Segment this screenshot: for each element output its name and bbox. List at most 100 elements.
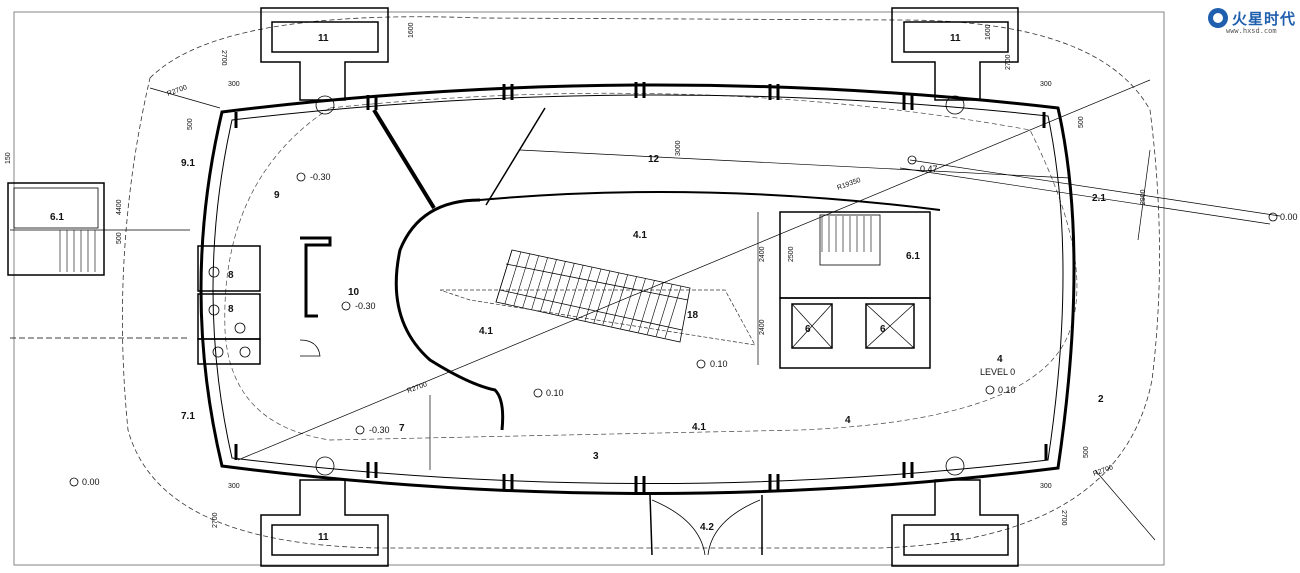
escalator: [495, 249, 691, 343]
dim-300-bottom-left: 300: [228, 483, 240, 490]
label-room-9-1: 9.1: [181, 158, 195, 169]
dim-500-right-top: 500: [1078, 116, 1085, 128]
stair-tread: [602, 272, 620, 325]
support-bottom-right: [891, 479, 1019, 567]
level-0-00-right: 0.00: [1280, 212, 1298, 222]
level-0-00-left: 0.00: [82, 477, 100, 487]
label-room-6-1-left: 6.1: [50, 212, 64, 223]
inner-path-dashed: [224, 92, 1078, 441]
dim-2400-upper: 2400: [759, 246, 766, 262]
stair-tread: [638, 280, 655, 333]
label-room-11-bottom-left: 11: [318, 532, 329, 543]
label-room-2: 2: [1098, 394, 1104, 405]
external-stair-left: [7, 182, 105, 276]
dim-r2700-bottom-right: R2700: [1092, 464, 1114, 478]
label-room-4-1-low: 4.1: [692, 422, 706, 433]
elevator-core: [779, 297, 931, 369]
label-room-11-top-right: 11: [950, 33, 961, 44]
dim-500-right-bottom: 500: [1083, 446, 1090, 458]
level-0-10-left: 0.10: [546, 388, 564, 398]
label-room-7-1: 7.1: [181, 411, 195, 422]
label-room-6-right: 6: [880, 324, 886, 335]
room-10-wall: [300, 236, 332, 318]
room-10-door: [299, 339, 321, 357]
diagonal-wall-left: [372, 108, 436, 210]
label-room-9: 9: [274, 190, 280, 201]
level-0-10-right: 0.10: [998, 385, 1016, 395]
level-0-47: 0.47: [920, 164, 938, 174]
column-circles: [315, 95, 965, 476]
stair-tread: [531, 257, 548, 310]
dim-300-bottom-right: 300: [1040, 483, 1052, 490]
site-boundary-dashed: [122, 16, 1160, 549]
building-outer-wall: [199, 83, 1076, 496]
toilet-block: [197, 245, 261, 365]
dim-2500: 2500: [788, 246, 795, 262]
label-room-7: 7: [399, 423, 405, 434]
stair-tread: [540, 259, 557, 312]
label-room-11-top-left: 11: [318, 33, 329, 44]
watermark-logo: 火星时代 www.hxsd.com: [1204, 5, 1298, 37]
dim-2700-top-right: 2700: [1005, 54, 1012, 70]
label-room-8-upper: 8: [228, 270, 234, 281]
label-room-18: 18: [687, 310, 699, 321]
dim-1600-left: 1600: [408, 22, 415, 38]
stair-tread: [558, 263, 575, 316]
perimeter-columns: [234, 82, 1048, 492]
level-markers: [69, 155, 1278, 487]
dim-500-left-top: 500: [187, 118, 194, 130]
dim-3000: 3000: [675, 140, 682, 156]
stair-tread: [593, 270, 611, 323]
level-0-10-center: 0.10: [710, 359, 728, 369]
building-inner-wall: [212, 94, 1064, 485]
label-room-4-lower: 4: [845, 415, 851, 426]
stair-tread: [664, 285, 682, 339]
dim-300-top-right: 300: [1040, 81, 1052, 88]
stair-tread: [513, 253, 531, 306]
stair-tread: [566, 265, 584, 318]
dim-2700-top-left: 2700: [220, 50, 227, 66]
dim-r2700-bottom-left: R2700: [406, 381, 428, 395]
level-minus-0-30-room-10: -0.30: [355, 301, 376, 311]
stair-tread: [522, 255, 539, 308]
support-bottom-left: [260, 479, 389, 567]
dim-2700-bottom-left: 2700: [212, 512, 219, 528]
stair-tread: [575, 266, 593, 320]
drawing-frame: [13, 11, 1165, 566]
support-top-left: [260, 7, 389, 101]
label-room-6-left: 6: [805, 324, 811, 335]
support-top-right: [891, 7, 1019, 101]
stair-tread: [584, 268, 602, 322]
stair-tread: [504, 251, 522, 304]
dim-150: 150: [5, 152, 12, 164]
dim-r19350: R19350: [836, 177, 862, 192]
label-level-0: LEVEL 0: [980, 367, 1015, 377]
stair-tread: [620, 276, 637, 329]
label-room-2-1: 2.1: [1092, 193, 1106, 204]
dim-4400: 4400: [116, 199, 123, 215]
level-minus-0-30-room-9: -0.30: [310, 172, 331, 182]
stair-tread: [495, 249, 513, 303]
dimension-lines: [10, 79, 1281, 541]
dim-500-left-mid: 500: [116, 232, 123, 244]
label-room-6-1-core: 6.1: [906, 251, 920, 262]
entrance-4-2: [649, 494, 763, 556]
rotunda-top-wall: [479, 191, 941, 211]
dim-2700-bottom-right: 2700: [1060, 510, 1067, 526]
label-room-4-upper: 4: [997, 354, 1003, 365]
logo-mark-icon: [1208, 8, 1228, 28]
dim-2400-lower: 2400: [759, 319, 766, 335]
stair-tread: [629, 278, 646, 331]
dim-1600-right: 1600: [985, 24, 992, 40]
label-room-4-1-mid: 4.1: [479, 326, 493, 337]
stair-tread: [647, 282, 664, 335]
stair-tread: [549, 261, 566, 314]
dim-300-top-left: 300: [228, 81, 240, 88]
label-room-10: 10: [348, 287, 360, 298]
escalator-landing: [439, 289, 756, 346]
level-minus-0-30-room-7: -0.30: [369, 425, 390, 435]
label-room-12: 12: [648, 154, 660, 165]
label-room-4-2: 4.2: [700, 522, 714, 533]
label-room-11-bottom-right: 11: [950, 532, 961, 543]
